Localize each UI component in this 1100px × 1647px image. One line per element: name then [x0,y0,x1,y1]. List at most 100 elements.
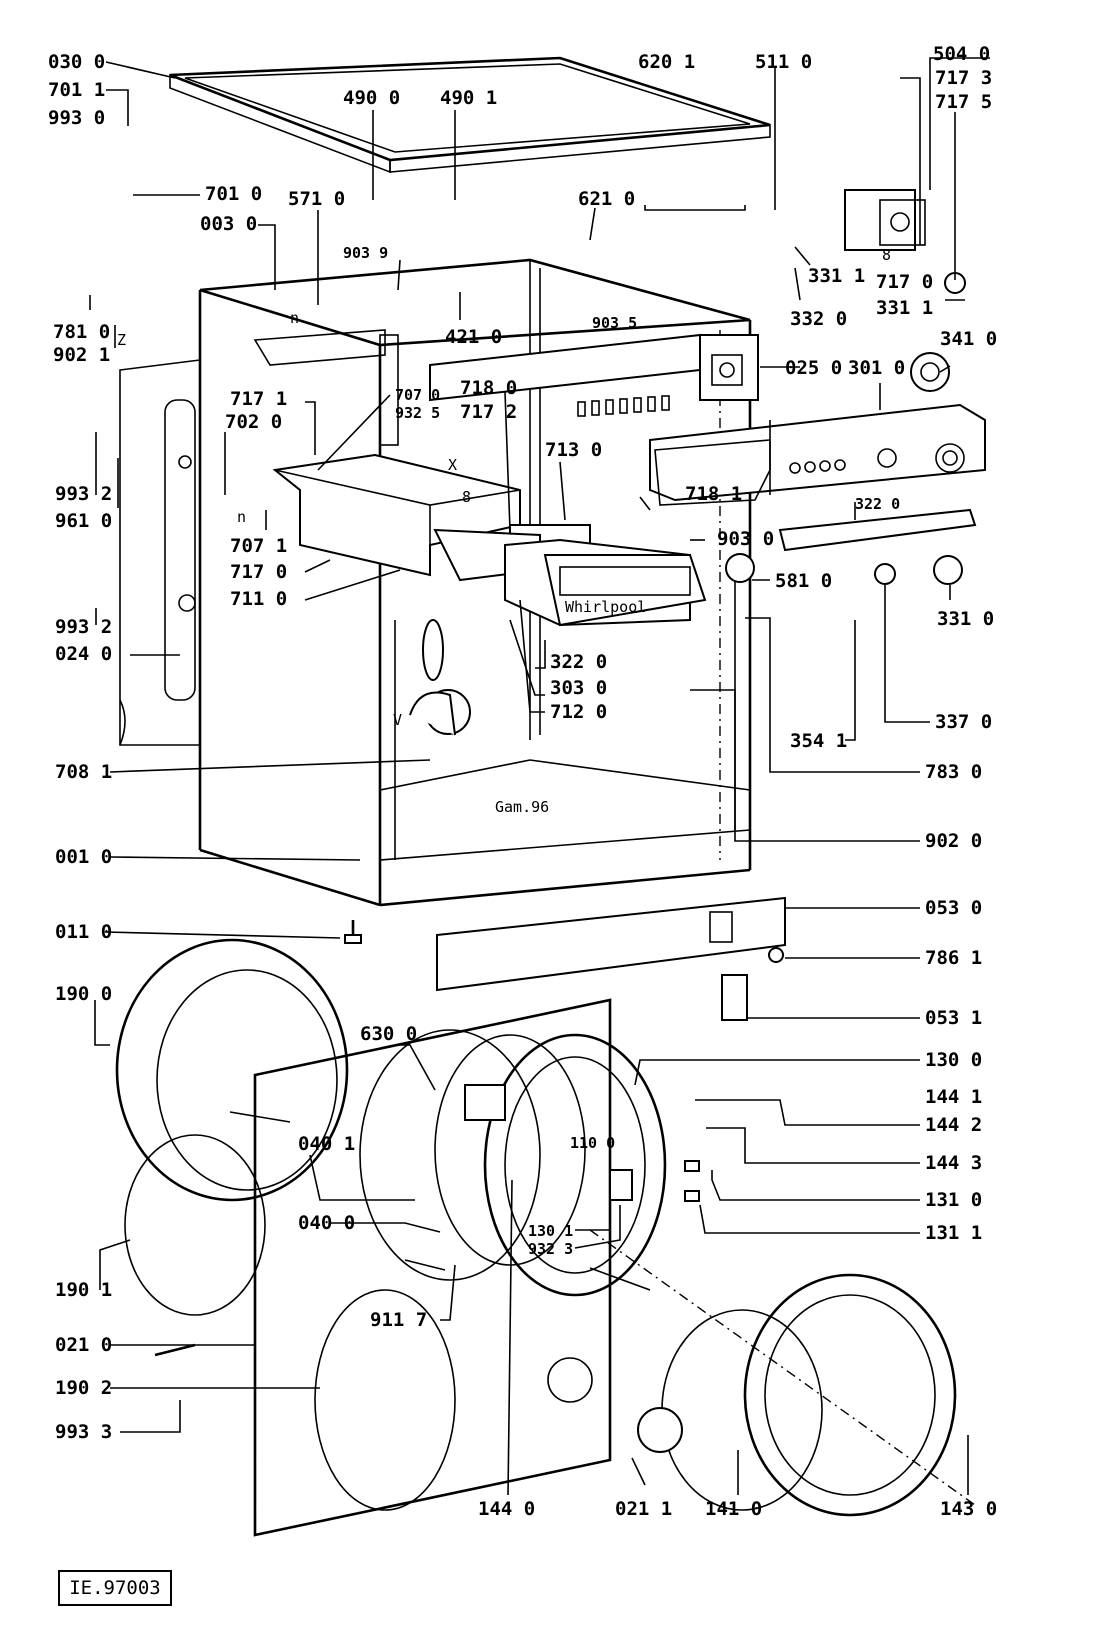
label-301-0: 301 0 [848,357,905,379]
label-702-0: 702 0 [225,411,282,433]
label-144-2: 144 2 [925,1114,982,1136]
panel-strip [778,508,977,552]
label-993-2-a: 993 2 [55,483,112,505]
label-707-1: 707 1 [230,535,287,557]
label-053-0: 053 0 [925,897,982,919]
label-786-1: 786 1 [925,947,982,969]
label-332-0: 332 0 [790,308,847,330]
label-783-0: 783 0 [925,761,982,783]
mark-n-1: n [290,309,299,327]
label-144-0: 144 0 [478,1498,535,1520]
label-053-1: 053 1 [925,1007,982,1029]
label-903-0: 903 0 [717,528,774,550]
label-130-0: 130 0 [925,1049,982,1071]
control-bracket [429,333,759,417]
drawing-reference: IE.97003 [58,1570,172,1606]
label-712-0: 712 0 [550,701,607,723]
label-190-0: 190 0 [55,983,112,1005]
label-025-0: 025 0 [785,357,842,379]
label-504-0: 504 0 [933,43,990,65]
knobs [874,352,963,585]
label-331-1-b: 331 1 [876,297,933,319]
label-144-3: 144 3 [925,1152,982,1174]
label-708-1: 708 1 [55,761,112,783]
label-717-3: 717 3 [935,67,992,89]
switch-row [577,395,670,417]
label-717-1: 717 1 [230,388,287,410]
label-001-0: 001 0 [55,846,112,868]
label-190-2: 190 2 [55,1377,112,1399]
label-902-1: 902 1 [53,344,110,366]
label-490-1: 490 1 [440,87,497,109]
label-131-1: 131 1 [925,1222,982,1244]
door-seal [115,938,349,1316]
label-490-0: 490 0 [343,87,400,109]
pressure-switch [725,553,755,583]
label-130-1: 130 1 [528,1222,573,1240]
label-701-1: 701 1 [48,79,105,101]
mark-v: V [393,711,402,729]
label-030-0: 030 0 [48,51,105,73]
mark-x: X [448,456,457,474]
label-993-0: 993 0 [48,107,105,129]
label-711-0: 711 0 [230,588,287,610]
foot [344,920,362,944]
label-718-0: 718 0 [460,377,517,399]
door-glass [589,1229,976,1517]
label-021-1: 021 1 [615,1498,672,1520]
small-hardware [154,619,700,1453]
dispenser-drawer: Whirlpool [504,538,707,627]
label-190-1: 190 1 [55,1279,112,1301]
label-911-7: 911 7 [370,1309,427,1331]
label-993-3: 993 3 [55,1421,112,1443]
label-620-1: 620 1 [638,51,695,73]
label-331-0: 331 0 [937,608,994,630]
label-322-0-a: 322 0 [855,495,900,513]
label-144-1: 144 1 [925,1086,982,1108]
label-932-5: 932 5 [395,404,440,422]
label-707-0: 707 0 [395,386,440,404]
mark-8-2: 8 [882,246,891,264]
label-421-0: 421 0 [445,326,502,348]
front-door-panel [253,998,612,1537]
leader-lines [89,57,990,1496]
label-902-0: 902 0 [925,830,982,852]
front-control-panel [649,403,986,506]
label-040-0: 040 0 [298,1212,355,1234]
label-621-0: 621 0 [578,188,635,210]
label-141-0: 141 0 [705,1498,762,1520]
label-322-0-b: 322 0 [550,651,607,673]
label-932-3: 932 3 [528,1240,573,1258]
label-110-0: 110 0 [570,1134,615,1152]
label-701-0: 701 0 [205,183,262,205]
mark-z: Z [117,331,126,349]
label-337-0: 337 0 [935,711,992,733]
mark-n-2: n [237,508,246,526]
door-ring [434,1033,667,1297]
part-labels: 030 0 701 1 993 0 701 0 003 0 571 0 490 … [48,43,997,1520]
label-341-0: 341 0 [940,328,997,350]
label-781-0: 781 0 [53,321,110,343]
label-903-5: 903 5 [592,314,637,332]
mark-gam: Gam.96 [495,798,549,816]
programmer-timer [844,189,966,294]
label-021-0: 021 0 [55,1334,112,1356]
label-303-0: 303 0 [550,677,607,699]
label-993-2-b: 993 2 [55,616,112,638]
label-131-0: 131 0 [925,1189,982,1211]
label-717-2: 717 2 [460,401,517,423]
label-571-0: 571 0 [288,188,345,210]
label-630-0: 630 0 [360,1023,417,1045]
label-717-5: 717 5 [935,91,992,113]
label-143-0: 143 0 [940,1498,997,1520]
mark-8-1: 8 [462,488,471,506]
label-011-0: 011 0 [55,921,112,943]
label-717-0-b: 717 0 [876,271,933,293]
label-713-0: 713 0 [545,439,602,461]
label-581-0: 581 0 [775,570,832,592]
label-961-0: 961 0 [55,510,112,532]
label-003-0: 003 0 [200,213,257,235]
label-718-1: 718 1 [685,483,742,505]
label-024-0: 024 0 [55,643,112,665]
